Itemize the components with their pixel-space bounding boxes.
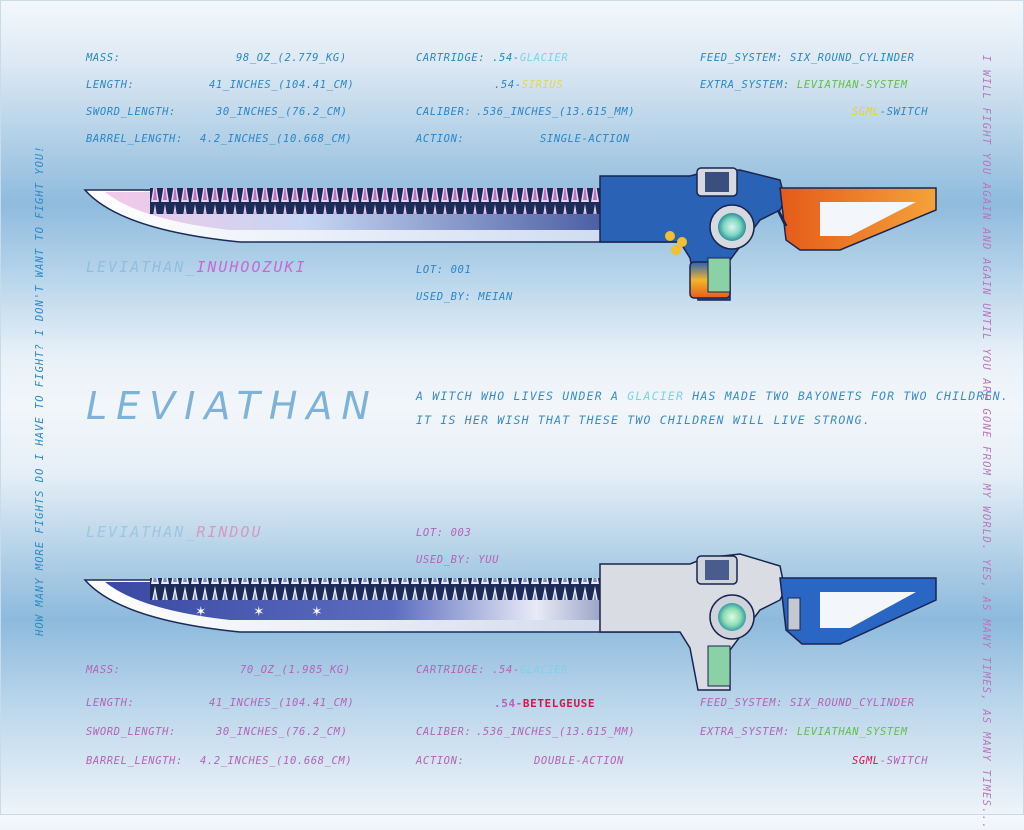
main-title: Leviathan <box>86 384 379 428</box>
cartridge-prefix-2: .54- <box>494 79 522 91</box>
cartridge-line-2: .54-Sirius <box>494 79 563 91</box>
caliber-value: .536_inches_(13.615_mm) <box>476 106 636 118</box>
cartridge-prefix-4: .54- <box>494 697 523 710</box>
barrel-length-value: 4.2_inches_(10.668_cm) <box>200 133 353 145</box>
sgml-switch-2: SGML-Switch <box>852 755 928 767</box>
sword-length-label: Sword_Length: <box>86 106 176 118</box>
weapon-2-name-suffix: Rindou <box>196 523 263 541</box>
action-value-2: Double-Action <box>534 755 624 767</box>
weapon-1-lot: Lot: 001 <box>416 264 472 276</box>
sgml-suffix-2: -Switch <box>879 755 929 767</box>
desc-part-a: A witch who lives under a <box>416 389 628 403</box>
sword-length-value: 30_inches_(76.2_cm) <box>216 106 348 118</box>
sgml-prefix-2: SGML <box>852 755 880 767</box>
sgml-prefix: SGML <box>852 106 880 118</box>
cartridge-glacier-2: Glacier <box>519 664 569 676</box>
desc-glacier: Glacier <box>627 389 685 403</box>
sword-length-label-2: Sword_Length: <box>86 726 176 738</box>
extra-system-2: Extra_System: Leviathan_System <box>700 726 908 738</box>
barrel-length-label: Barrel_Length: <box>86 133 183 145</box>
feed-system-2: Feed_System: Six_Round_Cylinder <box>700 697 915 709</box>
weapon-2-name: Leviathan_Rindou <box>86 523 263 541</box>
star-icon: ✶ <box>312 601 322 620</box>
cartridge-label: Cartridge: <box>416 52 486 64</box>
caliber-label: Caliber: <box>416 106 472 118</box>
weapon-1-name-suffix: Inuhoozuki <box>196 258 307 276</box>
description-line-2: It is her wish that these two children w… <box>416 413 871 427</box>
mass-value-2: 70_oz_(1.985_kg) <box>240 664 351 676</box>
action-value: Single-Action <box>540 133 630 145</box>
cartridge-betelgeuse: Betelgeuse <box>522 697 596 710</box>
extra-system-value-2: Leviathan_System <box>796 726 908 738</box>
weapon-1-name-prefix: Leviathan_ <box>86 258 197 276</box>
caliber-label-2: Caliber: <box>416 726 472 738</box>
cartridge-line-2b: .54-Betelgeuse <box>494 697 595 710</box>
cartridge-line-1b: Cartridge: .54-Glacier <box>416 664 568 676</box>
star-icon: ✶ <box>196 601 206 620</box>
length-label: Length: <box>86 79 135 91</box>
length-value: 41_inches_(104.41_cm) <box>209 79 355 91</box>
desc-part-b: has made two bayonets for two children. <box>684 389 1010 403</box>
sword-length-value-2: 30_inches_(76.2_cm) <box>216 726 348 738</box>
barrel-length-value-2: 4.2_inches_(10.668_cm) <box>200 755 353 767</box>
mass-label: Mass: <box>86 52 121 64</box>
action-label-2: Action: <box>416 755 465 767</box>
caliber-value-2: .536_inches_(13.615_mm) <box>476 726 636 738</box>
length-label-2: Length: <box>86 697 135 709</box>
extra-system-label: Extra_System: <box>700 79 790 91</box>
side-text-left: How many more fights do I have to fight?… <box>34 145 46 636</box>
feed-system: Feed_System: Six_Round_Cylinder <box>700 52 915 64</box>
weapon-2-used-by: Used_By: Yuu <box>416 554 500 566</box>
cartridge-label-2: Cartridge: <box>416 664 486 676</box>
cartridge-sirius: Sirius <box>521 79 564 91</box>
barrel-length-label-2: Barrel_Length: <box>86 755 183 767</box>
action-label: Action: <box>416 133 465 145</box>
extra-system-value: Leviathan-System <box>796 79 908 91</box>
side-text-right: I will fight you again and again until y… <box>980 55 992 830</box>
weapon-2-illustration: ✶ ✶ ✶ <box>83 553 937 691</box>
sgml-suffix: -Switch <box>879 106 929 118</box>
description-line-1: A witch who lives under a Glacier has ma… <box>416 389 1009 403</box>
extra-system-label-2: Extra_System: <box>700 726 790 738</box>
cartridge-prefix-3: .54- <box>492 664 520 676</box>
cartridge-line-1: Cartridge: .54-Glacier <box>416 52 568 64</box>
cartridge-prefix: .54- <box>492 52 520 64</box>
cartridge-glacier: Glacier <box>519 52 569 64</box>
mass-label-2: Mass: <box>86 664 121 676</box>
star-icon: ✶ <box>254 601 264 620</box>
weapon-1-name: Leviathan_Inuhoozuki <box>86 258 307 276</box>
length-value-2: 41_inches_(104.41_cm) <box>209 697 355 709</box>
sgml-switch: SGML-Switch <box>852 106 928 118</box>
mass-value: 98_oz_(2.779_kg) <box>236 52 347 64</box>
weapon-1-illustration <box>83 167 937 301</box>
weapon-1-used-by: Used_By: Meian <box>416 291 513 303</box>
extra-system: Extra_System: Leviathan-System <box>700 79 908 91</box>
weapon-2-lot: Lot: 003 <box>416 527 472 539</box>
weapon-2-name-prefix: Leviathan_ <box>86 523 197 541</box>
